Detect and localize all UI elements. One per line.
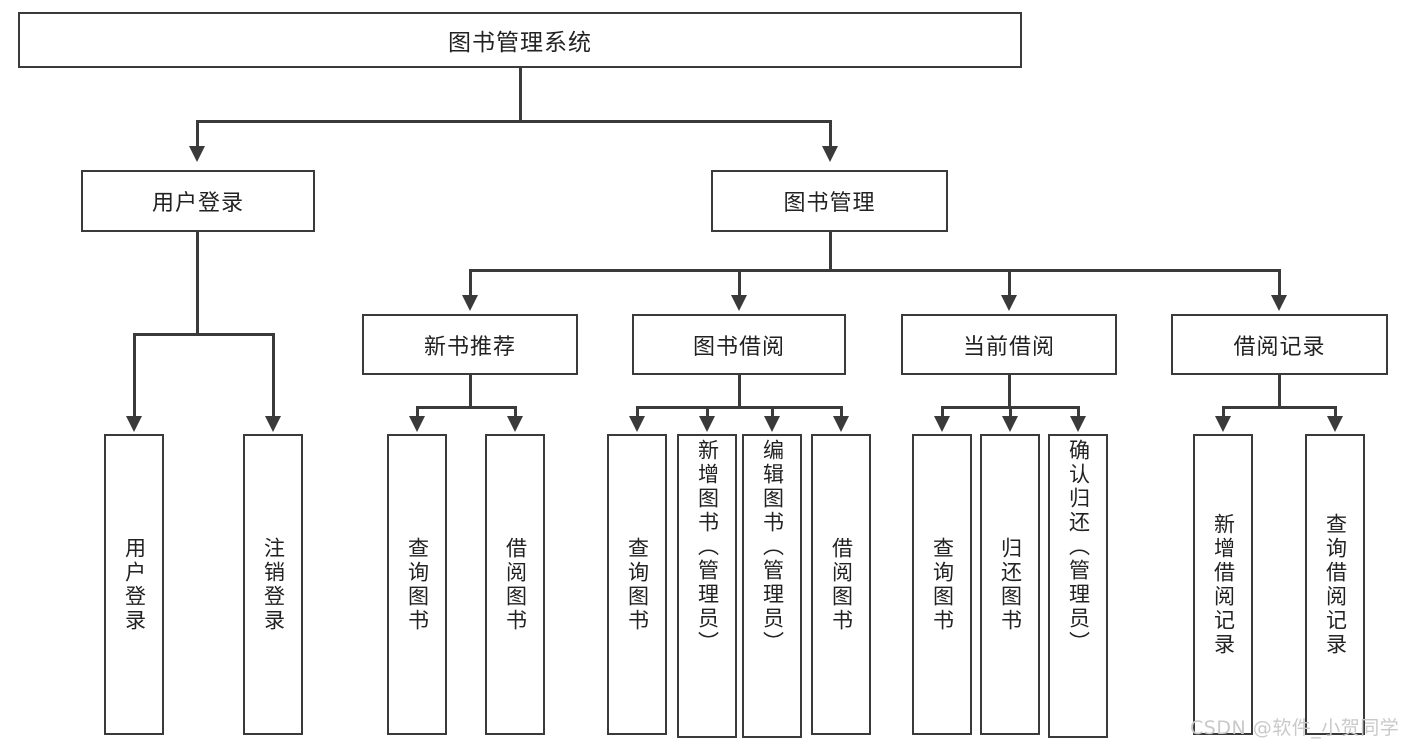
leaf-query-book-recommend[interactable]: 查询图书 bbox=[387, 434, 447, 735]
arrowhead-leaf-c3 bbox=[1070, 416, 1086, 432]
connector-drop-leaf-c3 bbox=[1077, 406, 1080, 418]
node-label: 当前借阅 bbox=[962, 334, 1055, 360]
connector-book-borrow-bus bbox=[636, 406, 842, 409]
arrowhead-leaf-b3 bbox=[764, 416, 780, 432]
node-label: 确认归还（管理员） bbox=[1066, 439, 1091, 655]
leaf-query-borrow-record[interactable]: 查询借阅记录 bbox=[1305, 434, 1365, 735]
node-user-login[interactable]: 用户登录 bbox=[81, 170, 315, 232]
node-label: 借阅记录 bbox=[1233, 334, 1326, 360]
node-label: 借阅图书 bbox=[503, 536, 528, 633]
leaf-user-login[interactable]: 用户登录 bbox=[104, 434, 164, 735]
connector-current-borrow-stem bbox=[1008, 375, 1011, 409]
leaf-confirm-return-admin[interactable]: 确认归还（管理员） bbox=[1048, 434, 1108, 738]
node-label: 查询图书 bbox=[405, 536, 430, 633]
leaf-query-book-borrow[interactable]: 查询图书 bbox=[607, 434, 667, 735]
node-label: 注销登录 bbox=[261, 536, 286, 633]
leaf-borrow-book-recommend[interactable]: 借阅图书 bbox=[485, 434, 545, 735]
node-label: 编辑图书（管理员） bbox=[760, 439, 785, 655]
connector-drop-leaf-n2 bbox=[514, 406, 517, 418]
connector-drop-book-manage bbox=[829, 120, 832, 148]
leaf-logout-login[interactable]: 注销登录 bbox=[243, 434, 303, 735]
connector-drop-leaf-b3 bbox=[771, 406, 774, 418]
arrowhead-new-book bbox=[462, 295, 478, 311]
connector-drop-leaf-n1 bbox=[416, 406, 419, 418]
connector-drop-leaf-c2 bbox=[1009, 406, 1012, 418]
connector-user-login-bus bbox=[133, 333, 275, 336]
connector-user-login-stem bbox=[196, 232, 199, 335]
connector-drop-leaf-r2 bbox=[1334, 406, 1337, 418]
connector-drop-book-borrow bbox=[738, 269, 741, 297]
arrowhead-leaf-u2 bbox=[265, 416, 281, 432]
arrowhead-leaf-b1 bbox=[629, 416, 645, 432]
node-current-borrow[interactable]: 当前借阅 bbox=[901, 314, 1117, 375]
connector-borrow-record-bus bbox=[1222, 406, 1336, 409]
leaf-add-book-admin[interactable]: 新增图书（管理员） bbox=[677, 434, 737, 738]
arrowhead-current-borrow bbox=[1001, 295, 1017, 311]
connector-drop-leaf-b1 bbox=[636, 406, 639, 418]
leaf-borrow-book[interactable]: 借阅图书 bbox=[811, 434, 871, 735]
arrowhead-leaf-u1 bbox=[126, 416, 142, 432]
arrowhead-leaf-c1 bbox=[934, 416, 950, 432]
node-label: 借阅图书 bbox=[829, 536, 854, 633]
node-label: 查询图书 bbox=[930, 536, 955, 633]
node-label: 用户登录 bbox=[122, 536, 147, 633]
leaf-query-book-current[interactable]: 查询图书 bbox=[912, 434, 972, 735]
connector-root-stem bbox=[519, 68, 522, 122]
leaf-edit-book-admin[interactable]: 编辑图书（管理员） bbox=[742, 434, 802, 738]
node-label: 新增图书（管理员） bbox=[695, 439, 720, 655]
arrowhead-book-manage bbox=[822, 146, 838, 162]
connector-drop-user-login bbox=[196, 120, 199, 148]
node-label: 新书推荐 bbox=[423, 334, 516, 360]
node-label: 查询借阅记录 bbox=[1323, 512, 1348, 657]
node-label: 查询图书 bbox=[625, 536, 650, 633]
arrowhead-leaf-n1 bbox=[409, 416, 425, 432]
arrowhead-leaf-b4 bbox=[833, 416, 849, 432]
connector-drop-leaf-u2 bbox=[272, 333, 275, 418]
arrowhead-user-login bbox=[189, 146, 205, 162]
connector-drop-leaf-b2 bbox=[706, 406, 709, 418]
connector-drop-current-borrow bbox=[1008, 269, 1011, 297]
arrowhead-leaf-r1 bbox=[1215, 416, 1231, 432]
connector-new-book-stem bbox=[469, 375, 472, 409]
arrowhead-book-borrow bbox=[731, 295, 747, 311]
connector-drop-leaf-u1 bbox=[133, 333, 136, 418]
connector-drop-leaf-r1 bbox=[1222, 406, 1225, 418]
node-book-borrow[interactable]: 图书借阅 bbox=[632, 314, 846, 375]
connector-drop-borrow-record bbox=[1278, 269, 1281, 297]
connector-book-borrow-stem bbox=[738, 375, 741, 409]
node-root-system[interactable]: 图书管理系统 bbox=[18, 12, 1022, 68]
connector-root-bus bbox=[196, 120, 832, 123]
arrowhead-leaf-r2 bbox=[1327, 416, 1343, 432]
arrowhead-leaf-n2 bbox=[507, 416, 523, 432]
arrowhead-leaf-b2 bbox=[699, 416, 715, 432]
node-label: 图书管理系统 bbox=[448, 30, 592, 56]
node-label: 新增借阅记录 bbox=[1211, 512, 1236, 657]
connector-borrow-record-stem bbox=[1278, 375, 1281, 409]
connector-book-manage-bus bbox=[469, 269, 1281, 272]
connector-book-manage-stem bbox=[829, 232, 832, 271]
arrowhead-borrow-record bbox=[1271, 295, 1287, 311]
node-new-book-recommend[interactable]: 新书推荐 bbox=[362, 314, 578, 375]
node-label: 图书借阅 bbox=[692, 334, 785, 360]
leaf-return-book[interactable]: 归还图书 bbox=[980, 434, 1040, 735]
arrowhead-leaf-c2 bbox=[1002, 416, 1018, 432]
connector-drop-leaf-c1 bbox=[941, 406, 944, 418]
node-label: 归还图书 bbox=[998, 536, 1023, 633]
connector-drop-leaf-b4 bbox=[840, 406, 843, 418]
connector-new-book-bus bbox=[416, 406, 515, 409]
node-borrow-record[interactable]: 借阅记录 bbox=[1171, 314, 1388, 375]
connector-drop-new-book bbox=[469, 269, 472, 297]
node-label: 用户登录 bbox=[151, 191, 244, 216]
node-label: 图书管理 bbox=[783, 191, 876, 216]
node-book-manage[interactable]: 图书管理 bbox=[711, 170, 948, 232]
csdn-watermark: CSDN @软件_小贺同学 bbox=[1190, 717, 1400, 739]
leaf-add-borrow-record[interactable]: 新增借阅记录 bbox=[1193, 434, 1253, 735]
